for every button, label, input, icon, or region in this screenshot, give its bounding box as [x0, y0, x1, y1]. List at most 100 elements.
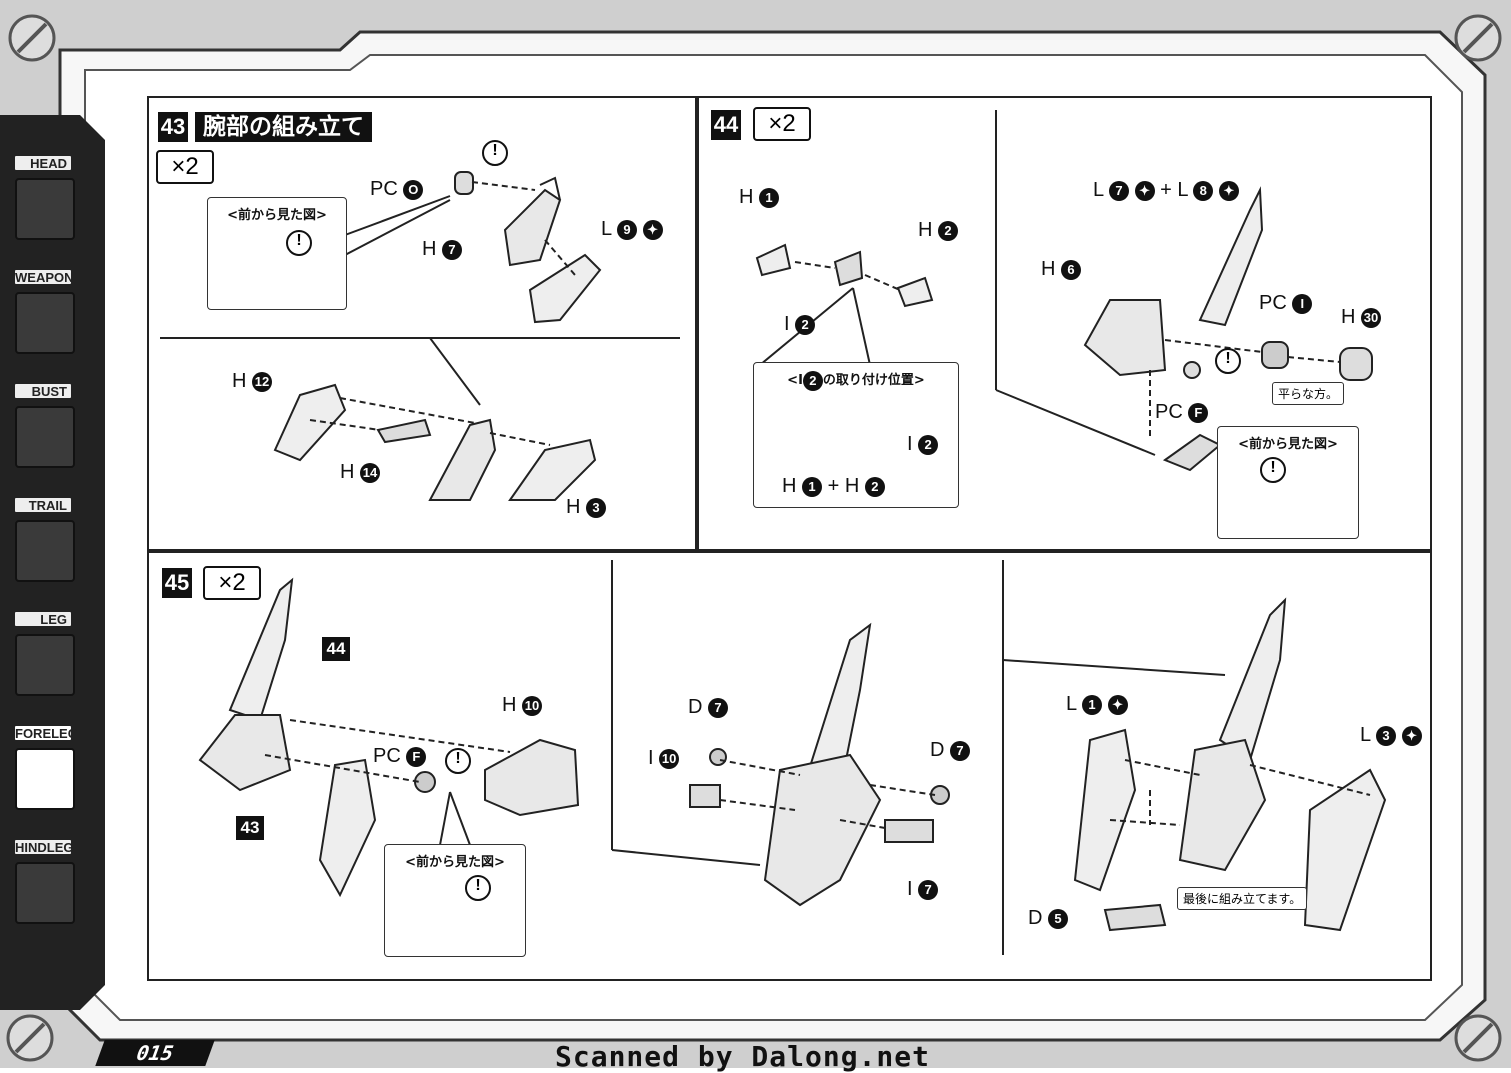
- part-number: 6: [1061, 259, 1082, 280]
- part-number: 1: [802, 476, 823, 497]
- part-label-d7-left: D 7: [688, 696, 729, 719]
- part-number: 3: [1375, 725, 1396, 746]
- part-prefix: H: [1041, 258, 1056, 280]
- part-label-d7-right: D 7: [930, 739, 971, 762]
- leg-icon: [15, 634, 75, 696]
- sticker-icon: ✦: [642, 219, 663, 240]
- plus-sign: +: [1160, 179, 1172, 201]
- part-number: 3: [586, 497, 607, 518]
- sticker-icon: ✦: [1107, 694, 1128, 715]
- corner-screw-icon: [6, 14, 1502, 1062]
- part-number: 7: [708, 697, 729, 718]
- callout-title: <前から見た図>: [1238, 437, 1338, 452]
- part-prefix: I: [648, 747, 654, 769]
- sidebar-tab-head[interactable]: HEAD: [5, 152, 83, 252]
- part-prefix: I: [907, 433, 913, 455]
- sidebar-tab-bust[interactable]: BUST: [5, 380, 83, 480]
- caution-icon: !: [1260, 457, 1286, 483]
- sticker-icon: ✦: [1401, 725, 1422, 746]
- step45-multiplier: ×2: [203, 566, 261, 600]
- part-prefix: PC: [1155, 401, 1183, 423]
- part-prefix: L: [601, 218, 612, 240]
- part-label-h30: H 30: [1341, 306, 1382, 329]
- step-ref-number: 44: [322, 637, 350, 661]
- part-number: 14: [360, 462, 381, 483]
- part-number: 2: [918, 434, 939, 455]
- part-number: 5: [1048, 908, 1069, 929]
- part-label-pc-f: PC F: [373, 745, 427, 768]
- part-number: 2: [938, 220, 959, 241]
- callout-title-prefix: <I: [787, 373, 803, 388]
- part-label-h12: H 12: [232, 370, 273, 393]
- part-prefix: L: [1093, 179, 1104, 201]
- part-label-i2-callout: I 2: [907, 433, 939, 456]
- part-number: 30: [1361, 307, 1382, 328]
- sticker-icon: ✦: [1218, 180, 1239, 201]
- step43-title: 腕部の組み立て: [195, 112, 372, 142]
- part-label-d5: D 5: [1028, 907, 1069, 930]
- scan-credit: Scanned by Dalong.net: [555, 1040, 931, 1073]
- tab-label: HEAD: [13, 154, 73, 172]
- part-number: 2: [795, 314, 816, 335]
- step-ref-44: 44: [322, 637, 350, 661]
- sidebar-tab-leg[interactable]: LEG: [5, 608, 83, 708]
- callout-title: <前から見た図>: [405, 855, 505, 870]
- sidebar-tab-foreleg[interactable]: FORELEG: [5, 722, 83, 822]
- sidebar-tab-tail[interactable]: TRAIL: [5, 494, 83, 594]
- sidebar-tab-hindleg[interactable]: HINDLEG: [5, 836, 83, 936]
- part-prefix: PC: [373, 745, 401, 767]
- step-ref-number: 43: [236, 816, 264, 840]
- caution-icon: !: [1215, 348, 1241, 374]
- part-prefix: H: [502, 694, 517, 716]
- tab-label: WEAPON: [13, 268, 74, 286]
- part-label-h3: H 3: [566, 496, 607, 519]
- part-number: 7: [950, 740, 971, 761]
- callout-title-suffix: の取り付け位置>: [822, 373, 925, 388]
- part-number: F: [406, 746, 427, 767]
- part-number: 12: [252, 371, 273, 392]
- step43-multiplier: ×2: [156, 150, 214, 184]
- part-number: 7: [442, 239, 463, 260]
- hindleg-icon: [15, 862, 75, 924]
- caution-icon: !: [445, 748, 471, 774]
- part-prefix: H: [566, 496, 581, 518]
- caution-icon: !: [465, 875, 491, 901]
- part-prefix: H: [340, 461, 355, 483]
- part-prefix: H: [782, 475, 797, 497]
- part-number: 9: [616, 219, 637, 240]
- part-number: 8: [1193, 180, 1214, 201]
- part-label-h14: H 14: [340, 461, 381, 484]
- sidebar-tab-weapon[interactable]: WEAPON: [5, 266, 83, 366]
- part-prefix: D: [930, 739, 945, 761]
- step43-panel: [147, 96, 697, 551]
- tab-label: BUST: [13, 382, 73, 400]
- tab-label: TRAIL: [13, 496, 73, 514]
- front-view-callout: <前から見た図> !: [384, 844, 526, 957]
- step45-number: 45: [162, 568, 192, 598]
- assemble-last-note: 最後に組み立てます。: [1177, 887, 1308, 910]
- bust-icon: [15, 406, 75, 468]
- front-view-callout: <前から見た図> !: [1217, 426, 1359, 539]
- part-prefix: L: [1066, 693, 1077, 715]
- part-prefix: L: [1360, 724, 1371, 746]
- part-number: 10: [659, 748, 680, 769]
- part-prefix: L: [1177, 179, 1188, 201]
- part-prefix: D: [1028, 907, 1043, 929]
- part-number: 2: [802, 370, 823, 391]
- part-label-pc-i: PC I: [1259, 292, 1313, 315]
- step44-panel: [697, 96, 1432, 551]
- part-label-l7-l8: L 7 ✦ + L 8 ✦: [1093, 179, 1239, 202]
- part-number: O: [403, 179, 424, 200]
- part-label-i2: I 2: [784, 313, 816, 336]
- caution-icon: !: [286, 230, 312, 256]
- part-prefix: H: [422, 238, 437, 260]
- front-view-callout: <前から見た図> !: [207, 197, 347, 310]
- tail-icon: [15, 520, 75, 582]
- caution-icon: !: [482, 140, 508, 166]
- weapon-icon: [15, 292, 75, 354]
- tab-label: FORELEG: [13, 724, 78, 742]
- plus-sign: +: [827, 475, 840, 497]
- part-number: 10: [522, 695, 543, 716]
- part-prefix: H: [232, 370, 247, 392]
